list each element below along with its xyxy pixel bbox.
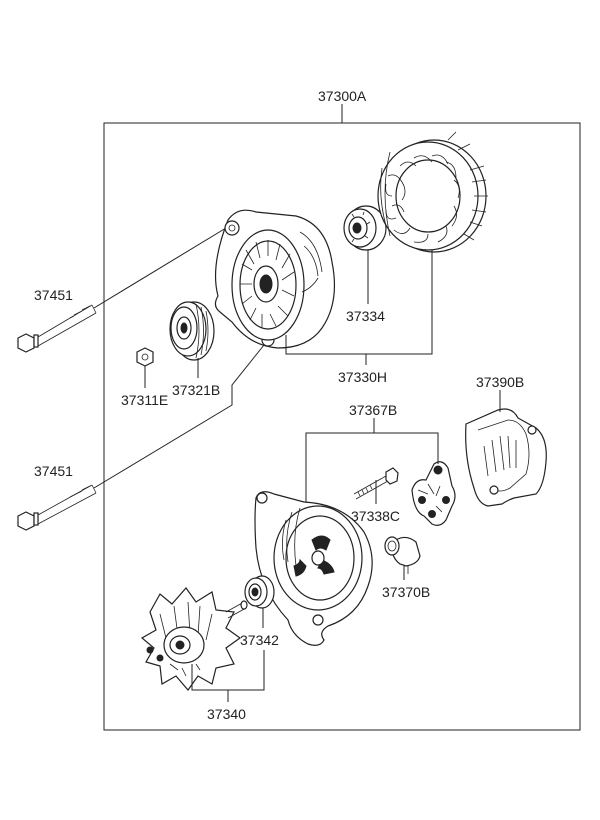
leader-37451-top xyxy=(93,227,227,309)
label-37321B[interactable]: 37321B xyxy=(172,382,220,398)
stator-part[interactable] xyxy=(377,131,488,253)
label-37340[interactable]: 37340 xyxy=(207,706,246,722)
label-37330H[interactable]: 37330H xyxy=(338,369,387,385)
label-37338C[interactable]: 37338C xyxy=(351,508,400,524)
label-37367B[interactable]: 37367B xyxy=(349,402,397,418)
pulley-part[interactable] xyxy=(169,301,215,361)
rear-bearing-part[interactable] xyxy=(244,575,275,609)
front-bracket-part[interactable] xyxy=(214,209,336,349)
brush-holder-part[interactable] xyxy=(384,536,421,576)
rectifier-part[interactable] xyxy=(411,461,456,526)
label-37390B[interactable]: 37390B xyxy=(476,374,524,390)
label-37300A[interactable]: 37300A xyxy=(318,88,367,104)
bracket-37367B xyxy=(305,432,439,510)
front-bearing-part[interactable] xyxy=(343,205,387,251)
label-37451-bottom[interactable]: 37451 xyxy=(34,463,73,479)
rear-bracket-part[interactable] xyxy=(254,491,373,646)
bracket-37330H xyxy=(285,250,433,355)
rotor-part[interactable] xyxy=(140,587,248,691)
label-37311E[interactable]: 37311E xyxy=(121,392,168,408)
leader-37451-bottom xyxy=(93,339,269,489)
rear-cover-part[interactable] xyxy=(465,408,547,507)
through-bolt-part[interactable] xyxy=(353,467,399,500)
nut-part[interactable] xyxy=(136,347,154,367)
long-bolt-bottom[interactable] xyxy=(17,484,97,531)
label-37370B[interactable]: 37370B xyxy=(382,584,430,600)
label-37451-top[interactable]: 37451 xyxy=(34,287,73,303)
long-bolt-top[interactable] xyxy=(17,304,97,353)
label-37334[interactable]: 37334 xyxy=(346,308,385,324)
label-37342[interactable]: 37342 xyxy=(240,632,279,648)
